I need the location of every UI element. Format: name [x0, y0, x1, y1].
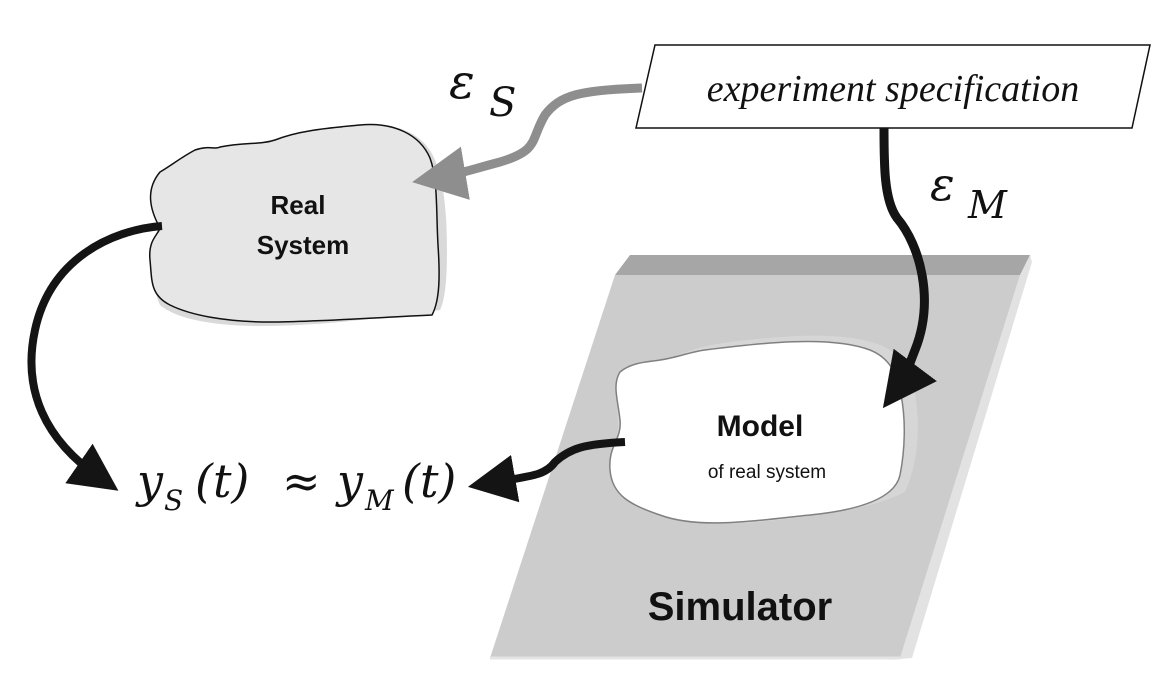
arrow-epsilon-s: [412, 83, 643, 200]
experiment-specification-box: experiment specification: [635, 44, 1151, 129]
model-node: Model of real system: [609, 335, 918, 524]
equation-approx: ≈: [282, 454, 321, 508]
arrow-epsilon-m: [879, 127, 937, 409]
experiment-box-label: experiment specification: [707, 68, 1080, 110]
experiment-box-shape: [635, 44, 1151, 129]
real-system-node: Real System: [149, 123, 448, 326]
equation-ym-var: y: [335, 454, 364, 508]
real-system-line2: System: [257, 230, 350, 260]
equation-ys-arg: (t): [195, 454, 249, 508]
model-blob: [609, 340, 905, 524]
real-system-blob: [149, 123, 440, 323]
model-title: Model: [717, 410, 804, 443]
arrow-real-system-output: [27, 222, 163, 491]
output-equation: y S (t) ≈ y M (t): [135, 454, 456, 517]
equation-ym-sub: M: [364, 484, 395, 517]
epsilon-s-symbol: ε: [449, 54, 475, 110]
equation-ym-arg: (t): [402, 454, 456, 508]
epsilon-s-subscript: S: [489, 80, 516, 126]
equation-ys-var: y: [135, 454, 164, 508]
simulator-label: Simulator: [648, 585, 832, 629]
equation-ys-sub: S: [164, 484, 183, 517]
simulator-top-band: [615, 255, 1030, 275]
epsilon-s-label: ε S: [449, 54, 516, 126]
arrow-model-output: [467, 438, 626, 503]
simulator-side-edge: [888, 255, 1032, 660]
model-subtitle: of real system: [708, 462, 826, 483]
real-system-line1: Real: [271, 190, 326, 220]
epsilon-m-label: ε M: [930, 157, 1008, 227]
epsilon-m-subscript: M: [967, 183, 1008, 227]
epsilon-m-symbol: ε: [930, 157, 955, 211]
